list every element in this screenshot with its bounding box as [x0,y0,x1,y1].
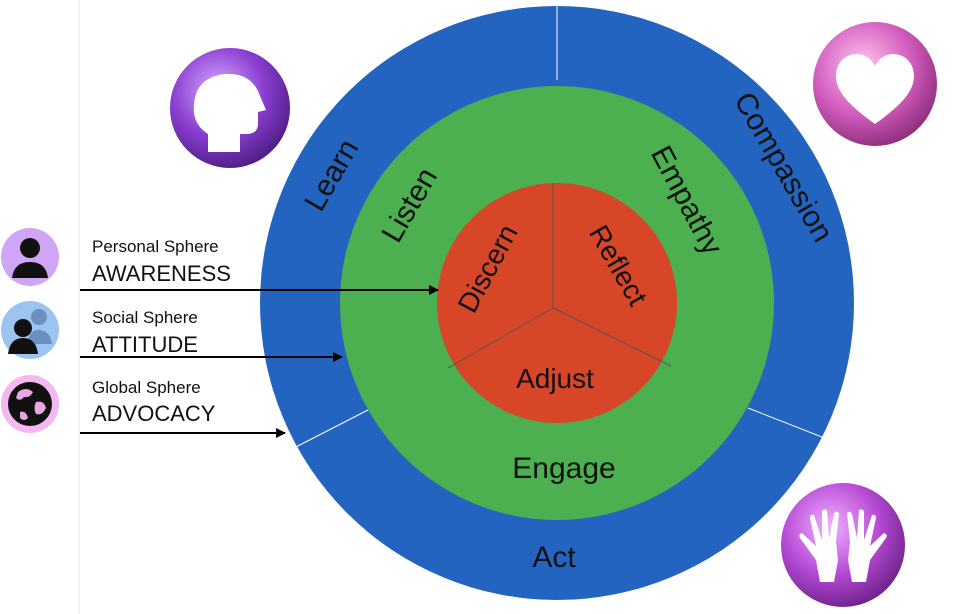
legend-title-social: Social Sphere [92,308,198,327]
legend-value-global: ADVOCACY [92,401,216,426]
outer-divider-right [747,407,856,451]
label-act: Act [532,541,576,574]
inner-divider-left [447,307,554,369]
label-engage: Engage [512,452,615,485]
heart-icon [813,22,937,146]
label-adjust: Adjust [516,363,594,394]
head-icon [170,48,290,168]
legend-title-personal: Personal Sphere [92,237,219,256]
legend-arrows [80,285,439,438]
group-icon [1,301,59,359]
inner-divider-right [552,307,672,367]
inner-circle [437,183,677,423]
outer-divider-left [289,409,369,451]
legend: Personal Sphere AWARENESS Social Sphere … [92,237,231,426]
rings: Learn Compassion Act Listen Empathy Enga… [260,6,856,600]
legend-value-social: ATTITUDE [92,332,198,357]
globe-icon [1,375,59,433]
legend-title-global: Global Sphere [92,378,201,397]
hands-icon [781,483,905,607]
person-icon [1,228,59,286]
legend-value-personal: AWARENESS [92,261,231,286]
